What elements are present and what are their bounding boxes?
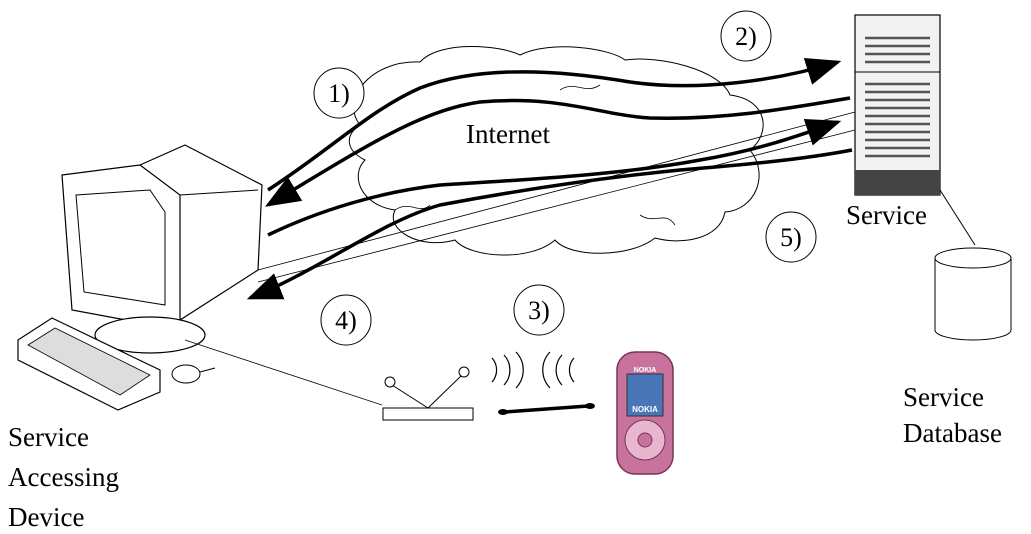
phone-brand-small: NOKIA (634, 367, 657, 374)
device-label-line1: Service (8, 422, 89, 452)
cloud-detail-line (394, 204, 431, 211)
step-4: 4) (320, 294, 372, 346)
computer-icon (17, 144, 263, 411)
database-icon (934, 247, 1012, 341)
radio-waves-icon (491, 351, 575, 389)
svg-text:5): 5) (780, 223, 802, 252)
cloud-detail-line (639, 214, 676, 226)
mobile-phone-icon: NOKIA NOKIA (616, 351, 674, 475)
phone-brand-screen: NOKIA (632, 405, 658, 414)
svg-text:2): 2) (735, 22, 757, 51)
device-label-line3: Device (8, 502, 84, 532)
internet-cloud (348, 46, 764, 256)
device-label-line2: Accessing (8, 462, 119, 492)
arrow-service-to-device-top (264, 96, 851, 207)
computer-reader-cable (184, 339, 383, 406)
server-icon (854, 14, 941, 196)
internet-label: Internet (466, 119, 550, 149)
arrow-device-to-service-top (267, 57, 842, 192)
step-3: 3) (513, 284, 565, 336)
radio-reader-icon (382, 366, 474, 421)
thin-link-line (257, 129, 856, 283)
svg-text:1): 1) (328, 79, 350, 108)
step-2: 2) (720, 10, 772, 62)
service-database-label-line2: Database (903, 418, 1002, 448)
step-1: 1) (313, 67, 365, 119)
service-label: Service (846, 200, 927, 230)
arrow-device-to-service-middle (267, 118, 842, 237)
short-range-link (498, 403, 595, 415)
svg-text:3): 3) (528, 296, 550, 325)
service-database-label-line1: Service (903, 382, 984, 412)
step-5: 5) (765, 211, 817, 263)
svg-text:4): 4) (335, 306, 357, 335)
server-database-link (939, 189, 976, 246)
arrow-service-to-device-bottom (246, 148, 853, 300)
cloud-detail-line (559, 84, 601, 91)
